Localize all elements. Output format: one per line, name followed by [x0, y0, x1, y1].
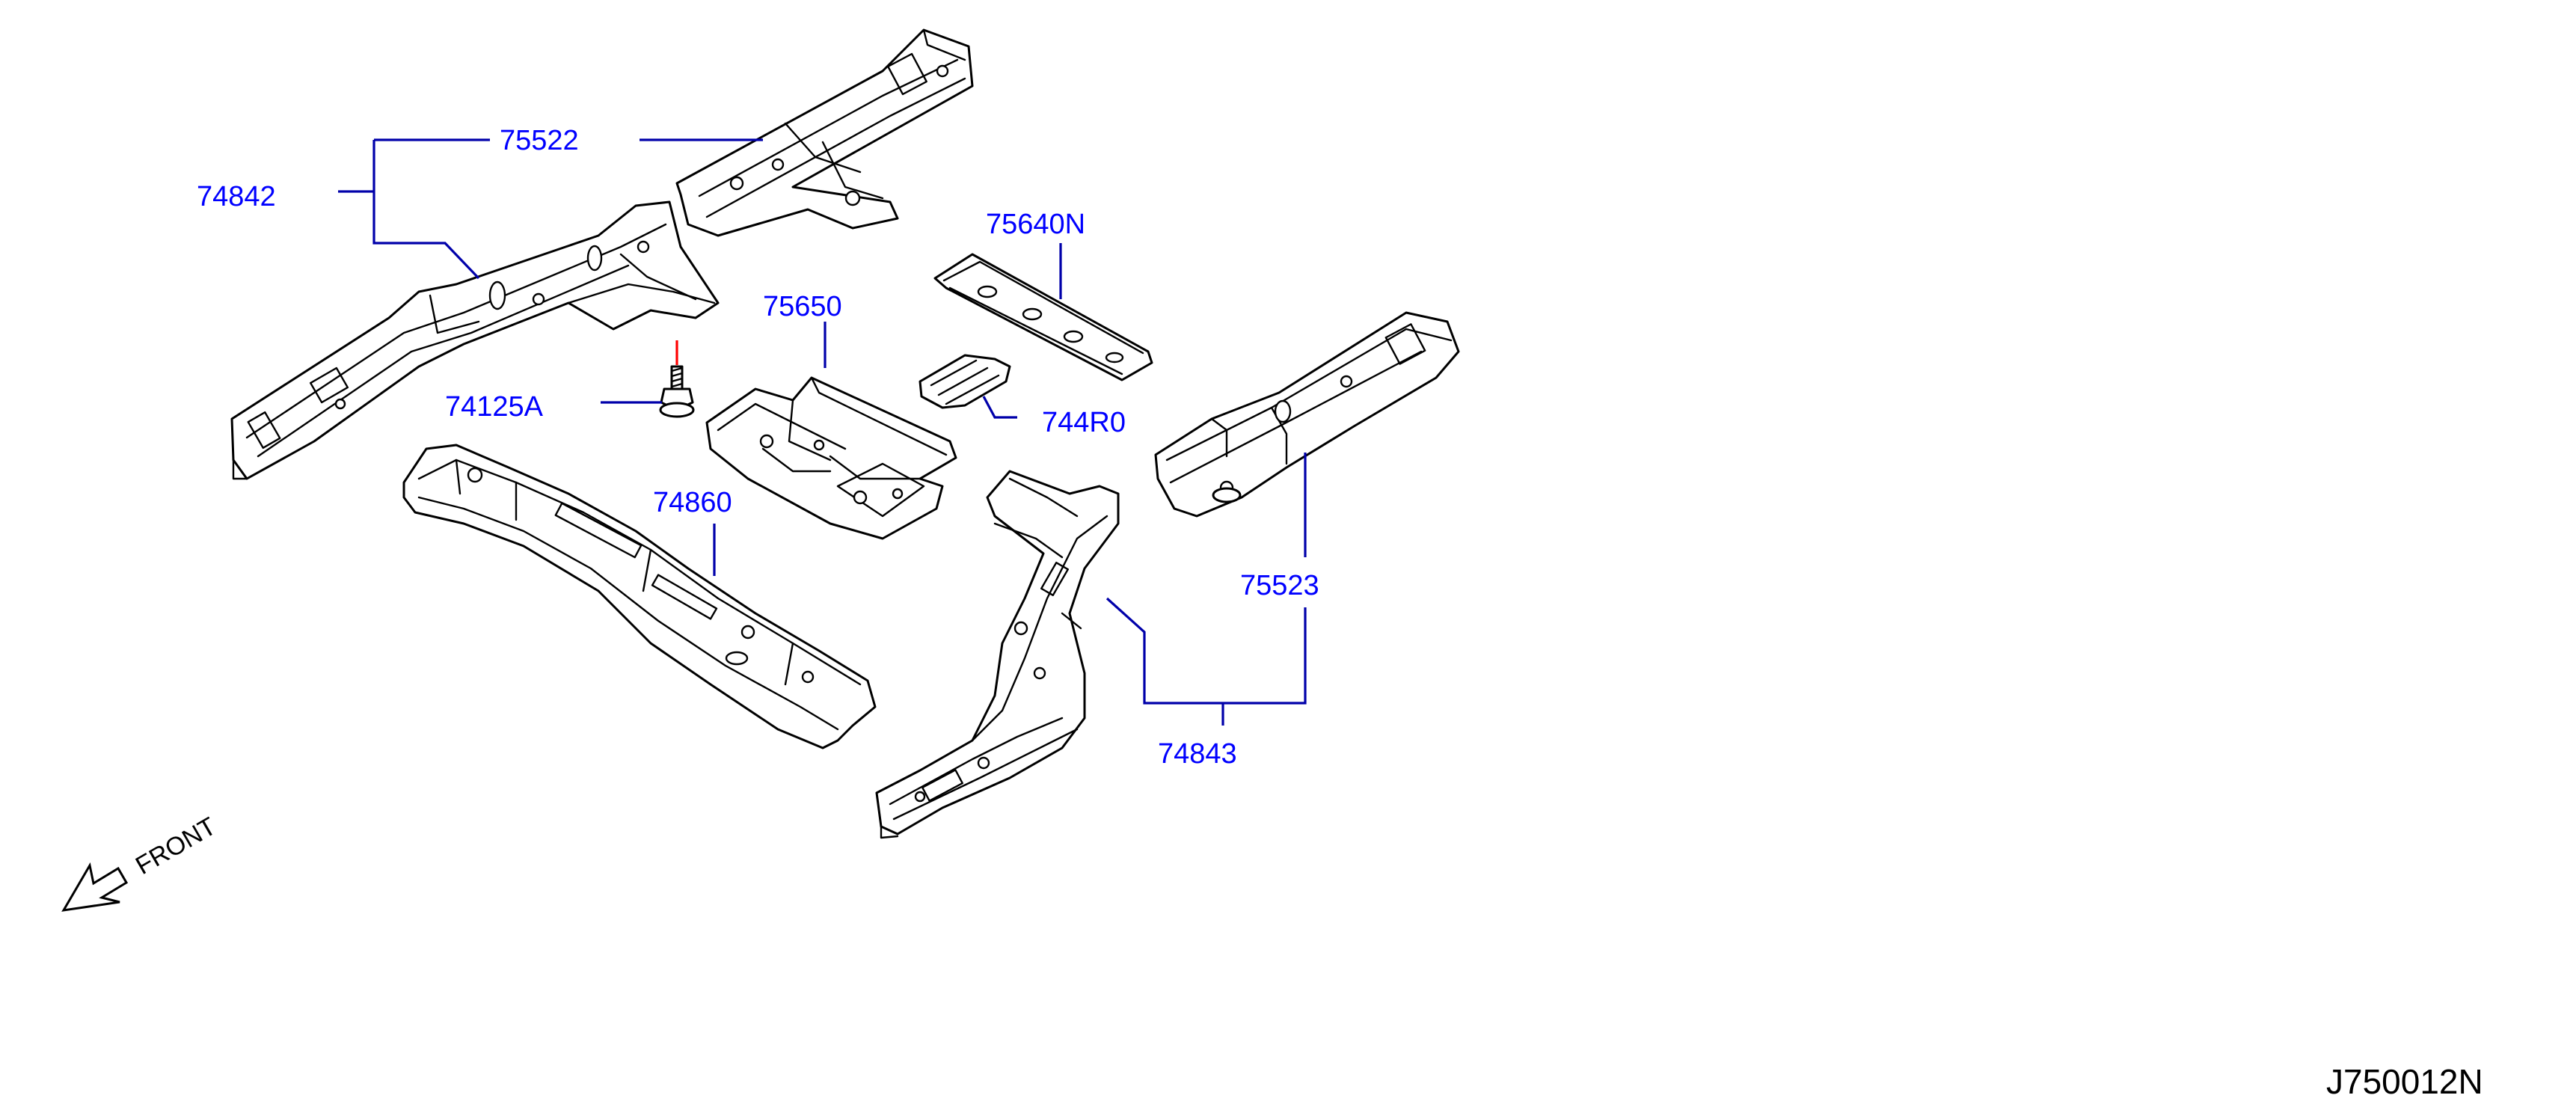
part-label-74842: 74842 — [197, 181, 276, 212]
leader-74843-bracket — [1105, 597, 1307, 705]
part-75522-drawing — [675, 28, 974, 237]
part-75650-drawing — [705, 376, 957, 540]
part-74125A-drawing — [659, 365, 695, 418]
part-label-75523: 75523 — [1240, 570, 1319, 601]
part-label-74843: 74843 — [1158, 738, 1237, 770]
part-74842-drawing — [230, 200, 720, 480]
leader-744R0 — [982, 396, 1017, 419]
part-75640N-drawing — [933, 253, 1153, 381]
front-arrow-icon — [61, 862, 129, 912]
part-label-75640N: 75640N — [986, 209, 1085, 240]
part-74860-drawing — [402, 444, 877, 749]
part-74843-drawing — [875, 470, 1120, 839]
part-75523-drawing — [1154, 311, 1460, 518]
front-direction-indicator: FRONT — [61, 812, 221, 912]
part-label-75522: 75522 — [500, 125, 579, 156]
diagram-reference-code: J750012N — [2326, 1062, 2483, 1101]
part-label-75650: 75650 — [763, 291, 842, 322]
part-label-744R0: 744R0 — [1042, 407, 1126, 438]
part-label-74860: 74860 — [653, 487, 732, 518]
part-label-74125A: 74125A — [445, 391, 544, 423]
front-label: FRONT — [131, 812, 221, 880]
part-744R0-drawing — [919, 354, 1011, 409]
leader-74842-bracket — [372, 140, 480, 280]
